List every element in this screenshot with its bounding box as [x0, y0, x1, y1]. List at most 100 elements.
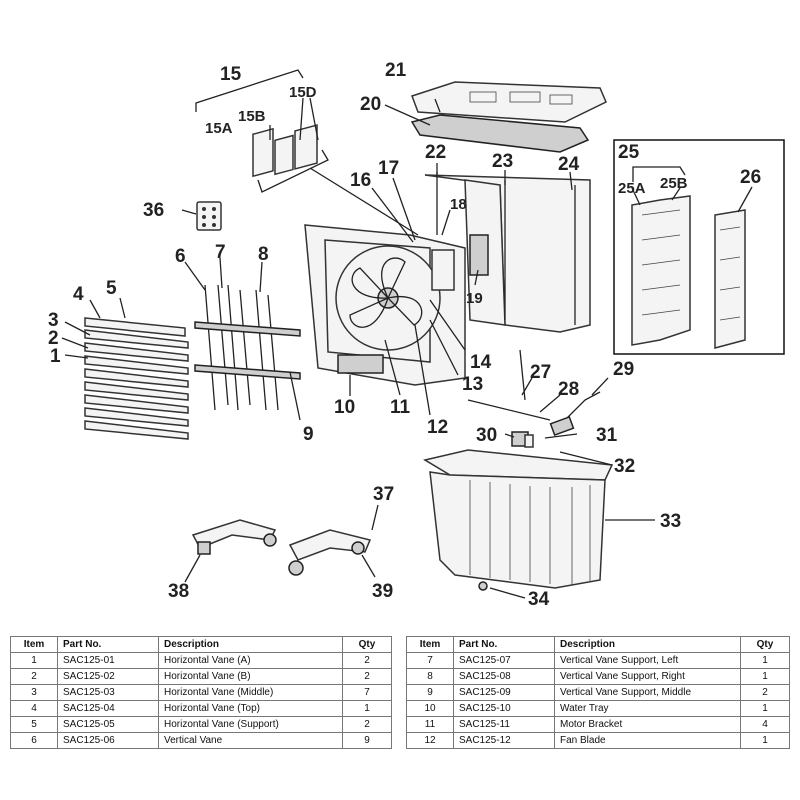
callout-25a: 25A: [618, 180, 646, 197]
callout-20: 20: [360, 94, 381, 115]
cell-item: 7: [406, 652, 454, 669]
callout-6: 6: [175, 246, 186, 267]
cell-item: 4: [10, 700, 58, 717]
cell-description: Horizontal Vane (Middle): [158, 684, 343, 701]
header-item: Item: [406, 636, 454, 653]
callout-5: 5: [106, 278, 117, 299]
top-cover: [410, 81, 607, 153]
control-boards: [195, 69, 419, 236]
cell-part-no: SAC125-08: [453, 668, 555, 685]
callout-11: 11: [390, 397, 411, 418]
cell-qty: 1: [740, 668, 790, 685]
callout-30: 30: [476, 425, 497, 446]
callout-38: 38: [168, 581, 189, 602]
callout-37: 37: [373, 484, 394, 505]
cell-description: Vertical Vane: [158, 732, 343, 749]
callout-3: 3: [48, 310, 59, 331]
header-part-no: Part No.: [57, 636, 159, 653]
horizontal-vanes: [84, 317, 189, 440]
callout-29: 29: [613, 359, 634, 380]
table-header-row: Item Part No. Description Qty: [10, 636, 392, 653]
cell-part-no: SAC125-09: [453, 684, 555, 701]
cell-qty: 2: [342, 716, 392, 733]
header-qty: Qty: [342, 636, 392, 653]
cell-qty: 1: [740, 732, 790, 749]
cell-item: 3: [10, 684, 58, 701]
front-housing: [304, 224, 466, 386]
cell-part-no: SAC125-12: [453, 732, 555, 749]
callout-32: 32: [614, 456, 635, 477]
cell-description: Vertical Vane Support, Left: [554, 652, 741, 669]
callout-25b: 25B: [660, 175, 688, 192]
cell-part-no: SAC125-04: [57, 700, 159, 717]
callout-2: 2: [48, 328, 59, 349]
callout-16: 16: [350, 170, 371, 191]
cell-item: 2: [10, 668, 58, 685]
callout-14: 14: [470, 352, 492, 373]
callout-12: 12: [427, 417, 448, 438]
cell-description: Motor Bracket: [554, 716, 741, 733]
cell-qty: 2: [342, 652, 392, 669]
header-part-no: Part No.: [453, 636, 555, 653]
cell-description: Vertical Vane Support, Right: [554, 668, 741, 685]
cell-description: Horizontal Vane (Support): [158, 716, 343, 733]
header-item: Item: [10, 636, 58, 653]
cell-part-no: SAC125-06: [57, 732, 159, 749]
leader-lines: [61, 98, 753, 599]
cell-qty: 9: [342, 732, 392, 749]
cell-item: 8: [406, 668, 454, 685]
remote-control: [196, 201, 222, 231]
callout-25: 25: [618, 142, 640, 163]
table-header-row: Item Part No. Description Qty: [406, 636, 790, 653]
cell-qty: 7: [342, 684, 392, 701]
cell-qty: 1: [740, 700, 790, 717]
callout-21: 21: [385, 60, 407, 81]
callout-7: 7: [215, 242, 226, 263]
callout-28: 28: [558, 379, 579, 400]
cell-part-no: SAC125-01: [57, 652, 159, 669]
callout-26: 26: [740, 167, 761, 188]
cell-part-no: SAC125-11: [453, 716, 555, 733]
callout-19: 19: [466, 290, 483, 307]
header-description: Description: [158, 636, 343, 653]
cell-qty: 4: [740, 716, 790, 733]
cell-part-no: SAC125-05: [57, 716, 159, 733]
header-qty: Qty: [740, 636, 790, 653]
callout-13: 13: [462, 374, 483, 395]
callout-17: 17: [378, 158, 399, 179]
callout-15b: 15B: [238, 108, 266, 125]
cell-description: Horizontal Vane (B): [158, 668, 343, 685]
callout-24: 24: [558, 154, 580, 175]
cell-description: Vertical Vane Support, Middle: [554, 684, 741, 701]
cell-part-no: SAC125-03: [57, 684, 159, 701]
callout-39: 39: [372, 581, 393, 602]
cell-description: Horizontal Vane (A): [158, 652, 343, 669]
callout-15a: 15A: [205, 120, 233, 137]
callout-10: 10: [334, 397, 355, 418]
cell-qty: 2: [740, 684, 790, 701]
callout-9: 9: [303, 424, 314, 445]
cell-item: 6: [10, 732, 58, 749]
cell-item: 9: [406, 684, 454, 701]
cell-item: 5: [10, 716, 58, 733]
header-description: Description: [554, 636, 741, 653]
callout-labels: 15 15A 15B 15D 21 20 22 23 24 17 16 18 1…: [48, 60, 761, 610]
cell-part-no: SAC125-10: [453, 700, 555, 717]
cell-description: Horizontal Vane (Top): [158, 700, 343, 717]
water-tank: [423, 449, 614, 591]
callout-15: 15: [220, 64, 242, 85]
callout-15d: 15D: [289, 84, 317, 101]
callout-31: 31: [596, 425, 618, 446]
callout-8: 8: [258, 244, 269, 265]
